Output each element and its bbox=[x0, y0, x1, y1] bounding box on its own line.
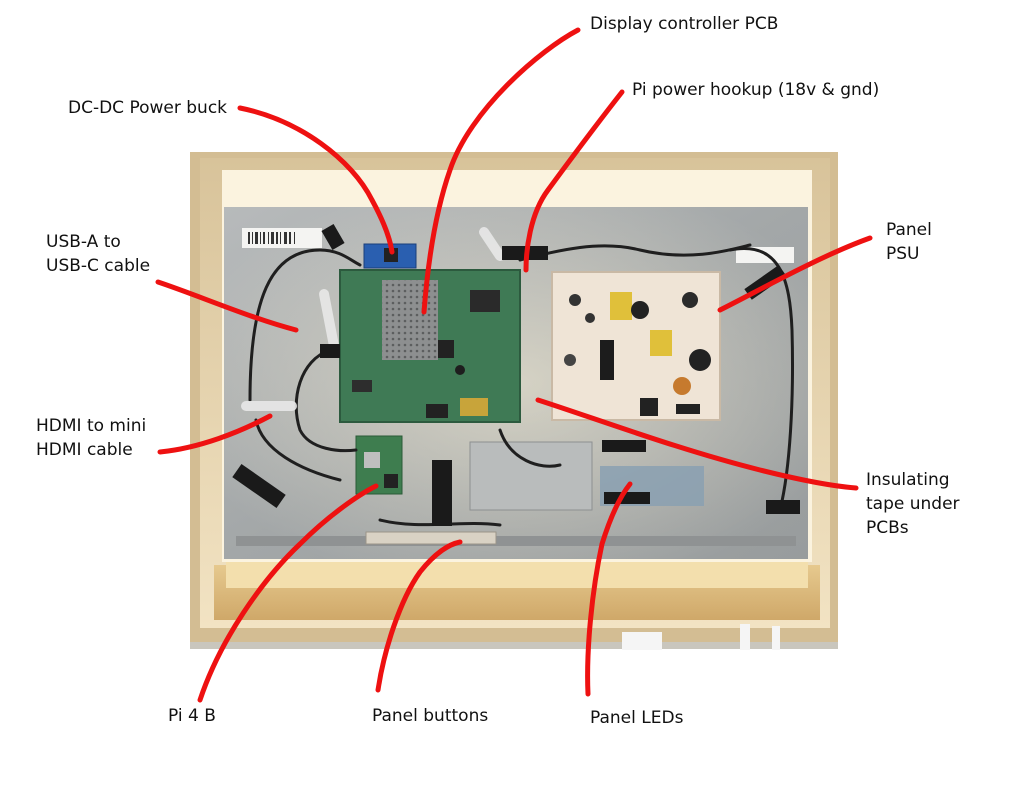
line-pi4b bbox=[197, 483, 379, 703]
wall-item bbox=[772, 626, 780, 650]
cables bbox=[248, 243, 794, 527]
display-controller-pcb bbox=[339, 269, 521, 423]
line-panel-psu bbox=[717, 235, 873, 313]
line-panel-buttons bbox=[375, 539, 463, 693]
cable-ties bbox=[241, 227, 505, 411]
label-usb-cable: USB-A to USB-C cable bbox=[46, 232, 151, 276]
raspberry-pi-4b bbox=[355, 435, 403, 495]
line-display-controller bbox=[421, 27, 581, 315]
label-hdmi-cable: HDMI to mini HDMI cable bbox=[36, 416, 147, 460]
label-panel-psu: Panel PSU bbox=[886, 220, 932, 264]
line-usb bbox=[155, 279, 299, 333]
label-dc-buck: DC-DC Power buck bbox=[68, 98, 228, 118]
wall-item bbox=[740, 624, 750, 650]
line-dc-buck bbox=[237, 105, 395, 255]
line-panel-leds bbox=[585, 481, 633, 697]
label-display-controller: Display controller PCB bbox=[590, 14, 779, 34]
label-insulating-tape: Insulating tape under PCBs bbox=[866, 470, 960, 538]
label-pi-4b: Pi 4 B bbox=[168, 706, 216, 726]
panel-psu-board bbox=[551, 271, 721, 421]
label-panel-leds: Panel LEDs bbox=[590, 708, 684, 728]
label-panel-buttons: Panel buttons bbox=[372, 706, 489, 726]
line-pi-power bbox=[523, 89, 625, 273]
wall-item bbox=[622, 632, 662, 650]
line-insulating bbox=[535, 397, 859, 491]
label-pi-power: Pi power hookup (18v & gnd) bbox=[632, 80, 880, 100]
annotation-lines bbox=[155, 27, 873, 703]
line-hdmi bbox=[157, 413, 273, 455]
bottom-metal-bracket bbox=[469, 441, 593, 511]
panel-buttons-board bbox=[365, 531, 497, 545]
buck-regulator-chip bbox=[384, 248, 398, 262]
